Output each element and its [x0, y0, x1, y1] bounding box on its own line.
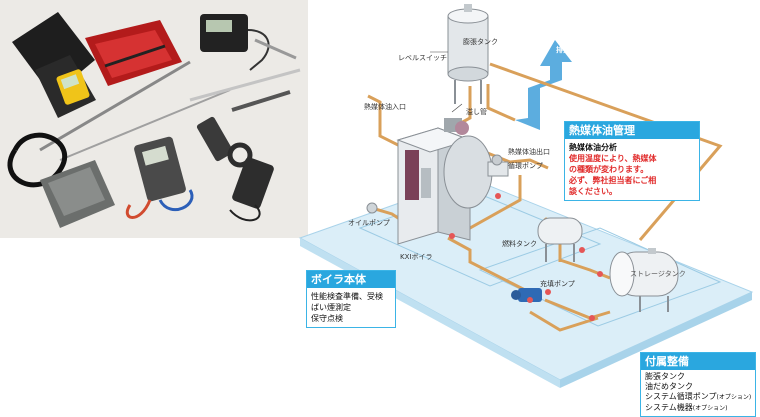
- heat-medium-outlet-label: 熱媒体油出口: [508, 148, 550, 156]
- heat-medium-panel-line: 使用温度により、熱媒体: [569, 154, 657, 163]
- accessories-panel-line: 膨張タンク: [645, 372, 685, 381]
- boiler-panel-title: ボイラ本体: [307, 271, 395, 288]
- option-note: (オプション): [716, 394, 752, 401]
- accessories-pump-text: システム循環ポンプ: [645, 392, 717, 401]
- accessories-panel-title: 付属整備: [641, 353, 755, 370]
- heat-medium-panel-line: の種類が変わります。: [569, 165, 649, 174]
- black-instrument-case: [12, 12, 96, 118]
- boiler-panel: ボイラ本体 性能検査準備、受検 ばい煙測定 保守点検: [306, 270, 396, 328]
- level-switch-label: レベルスイッチ: [398, 54, 447, 62]
- fuel-tank: [537, 217, 583, 262]
- measuring-instruments-photo: [0, 0, 308, 238]
- boiler-panel-line: ばい煙測定: [311, 303, 351, 312]
- option-note: (オプション): [692, 405, 728, 412]
- accessories-equipment-text: システム機器: [645, 403, 693, 412]
- filling-pump: [511, 288, 542, 302]
- red-instrument-case: [85, 20, 182, 86]
- expansion-tank-label: 膨張タンク: [463, 38, 498, 46]
- accessories-equipment-line: システム機器(オプション): [645, 403, 751, 414]
- heat-medium-inlet-label: 熱媒体油入口: [364, 103, 406, 111]
- analyzer-unit: [40, 160, 115, 228]
- boiler-panel-line: 性能検査準備、受検: [311, 292, 383, 301]
- storage-tank-label: ストレージタンク: [630, 270, 686, 278]
- expansion-tank: [447, 4, 489, 104]
- digital-thermometer: [200, 14, 297, 71]
- heat-medium-panel-line: 談ください。: [569, 187, 617, 196]
- heat-medium-panel-line: 必ず、弊社担当者にご相: [569, 176, 657, 185]
- accessories-panel-line: 油だめタンク: [645, 382, 693, 391]
- accessories-panel: 付属整備 膨張タンク 油だめタンク システム循環ポンプ(オプション) システム機…: [640, 352, 756, 417]
- circulation-pump-label: 循環ポンプ: [508, 162, 543, 170]
- fuel-tank-label: 燃料タンク: [502, 240, 537, 248]
- overflow-pipe-label: 溢し管: [466, 108, 487, 116]
- circulation-pump: [487, 154, 509, 177]
- boiler-panel-line: 保守点検: [311, 314, 343, 323]
- exhaust-arrow: [515, 40, 572, 130]
- multimeter: [125, 136, 194, 219]
- probe-rod: [39, 60, 191, 152]
- oil-pump: [366, 202, 378, 214]
- storage-tank: [609, 248, 679, 312]
- heat-medium-panel: 熱媒体油管理 熱媒体油分析 使用温度により、熱媒体 の種類が変わります。 必ず、…: [564, 121, 700, 201]
- accessories-pump-line: システム循環ポンプ(オプション): [645, 392, 751, 403]
- heat-medium-panel-title: 熱媒体油管理: [565, 122, 699, 139]
- kxi-boiler: [396, 118, 493, 245]
- heat-medium-panel-subtitle: 熱媒体油分析: [569, 143, 617, 152]
- kxi-boiler-label: KXIボイラ: [400, 253, 433, 261]
- gas-analyzer: [196, 90, 291, 162]
- oil-pump-label: オイルポンプ: [348, 219, 390, 227]
- filling-pump-label: 充填ポンプ: [540, 280, 575, 288]
- clamp-meter: [227, 142, 274, 222]
- exhaust-label: 排気: [556, 46, 570, 54]
- valves: [449, 193, 603, 321]
